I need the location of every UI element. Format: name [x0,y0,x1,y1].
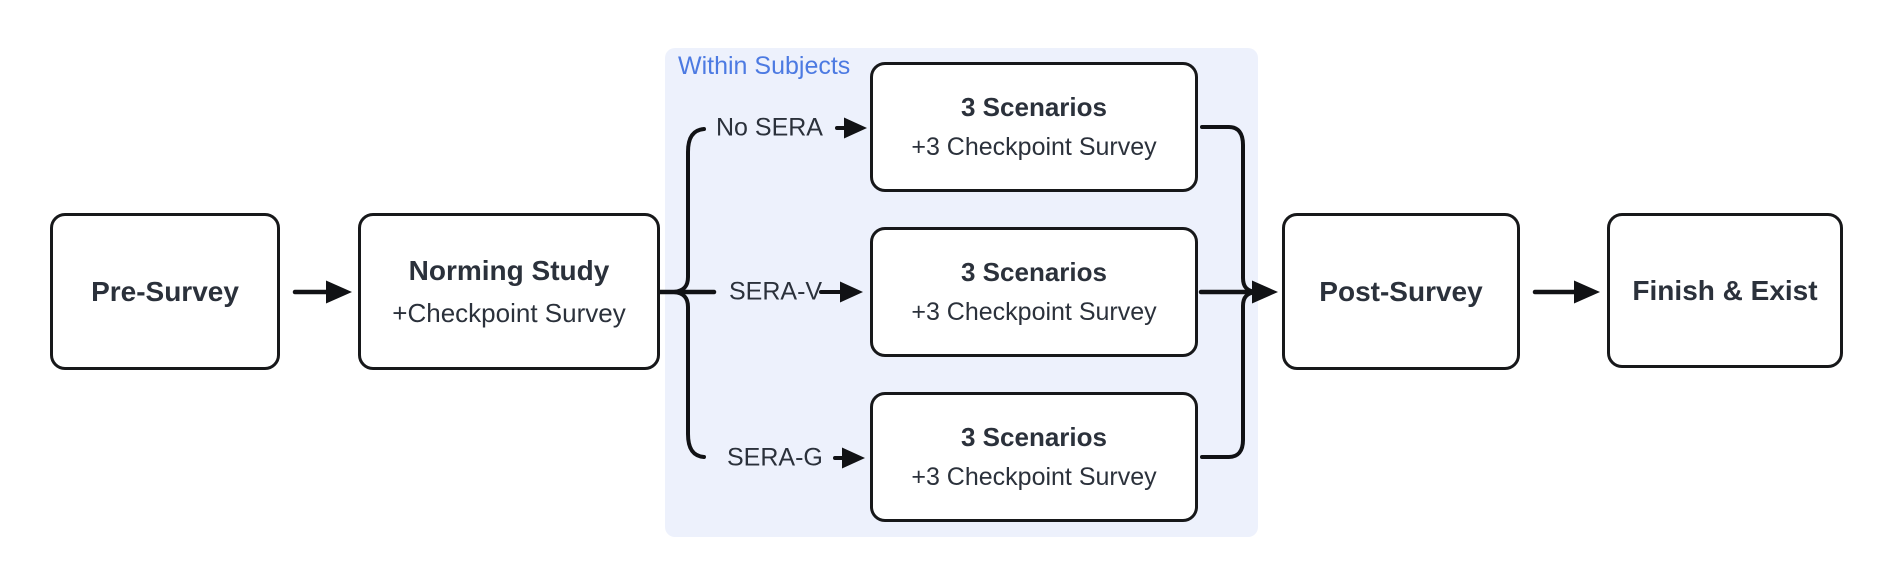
split-brace [672,127,706,459]
node-title: Post-Survey [1319,276,1483,307]
node-subtitle: +3 Checkpoint Survey [911,463,1157,491]
arrow-post-to-finish-head [1574,280,1600,304]
node-scenarios-no-sera: 3 Scenarios +3 Checkpoint Survey [870,62,1198,192]
node-pre-survey: Pre-Survey [50,213,280,370]
arrow-sera-g-head [842,447,865,469]
branch-label-no-sera: No SERA [716,113,823,142]
node-finish-exist: Finish & Exist [1607,213,1843,368]
node-title: Finish & Exist [1632,275,1818,306]
within-subjects-label: Within Subjects [678,52,851,80]
arrow-scenarios-to-post-head [1252,280,1278,304]
node-norming-study: Norming Study +Checkpoint Survey [358,213,660,370]
node-title: Norming Study [408,254,610,286]
arrow-pre-to-norming-head [326,280,352,304]
node-scenarios-sera-v: 3 Scenarios +3 Checkpoint Survey [870,227,1198,357]
node-post-survey: Post-Survey [1282,213,1520,370]
arrow-sera-v-head [840,281,863,303]
branch-label-sera-g: SERA-G [727,443,823,472]
node-title: 3 Scenarios [961,257,1107,287]
node-subtitle: +3 Checkpoint Survey [911,133,1157,161]
node-title: Pre-Survey [91,276,239,307]
node-subtitle: +Checkpoint Survey [392,297,626,328]
node-subtitle: +3 Checkpoint Survey [911,298,1157,326]
branch-label-sera-v: SERA-V [729,277,823,306]
node-scenarios-sera-g: 3 Scenarios +3 Checkpoint Survey [870,392,1198,522]
arrow-no-sera-head [844,117,867,139]
node-title: 3 Scenarios [961,422,1107,452]
node-title: 3 Scenarios [961,92,1107,122]
